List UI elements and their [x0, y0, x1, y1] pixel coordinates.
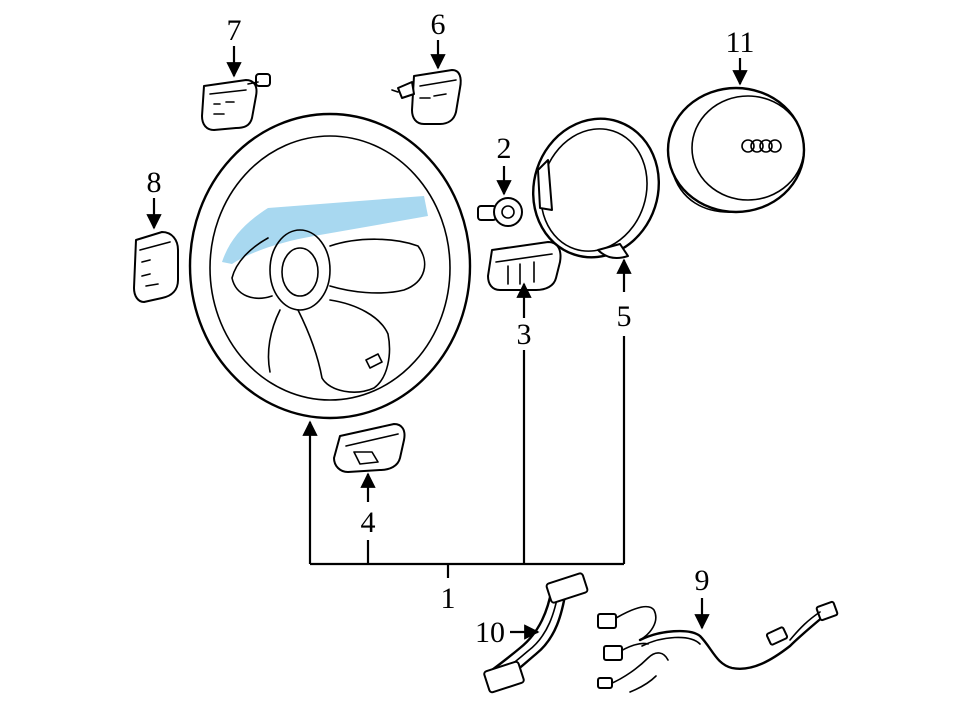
callout-8: 8 — [147, 166, 162, 199]
part-11-airbag — [666, 86, 806, 214]
callout-9: 9 — [695, 564, 710, 597]
rim-highlight — [222, 196, 428, 264]
part-8-bracket — [133, 231, 179, 303]
part-3-switch — [487, 241, 562, 291]
part-7-switch — [201, 73, 271, 131]
part-4-switch — [333, 423, 406, 473]
callout-7: 7 — [227, 14, 242, 47]
part-5-ring — [531, 117, 661, 259]
part-10-ribbon-cable — [483, 572, 589, 694]
leader-lines — [146, 40, 748, 640]
callout-2: 2 — [497, 132, 512, 165]
callout-labels: 1 2 3 4 5 6 7 8 9 10 11 — [147, 8, 755, 649]
part-6-switch — [391, 69, 462, 125]
callout-6: 6 — [431, 8, 446, 41]
part-9-wiring-harness — [597, 600, 839, 693]
steering-wheel — [188, 112, 472, 420]
callout-5: 5 — [617, 300, 632, 333]
callout-3: 3 — [517, 318, 532, 351]
callout-10: 10 — [475, 616, 505, 649]
callout-4: 4 — [361, 506, 376, 539]
callout-1: 1 — [441, 582, 456, 615]
part-2-bolt — [477, 197, 523, 227]
callout-11: 11 — [726, 26, 755, 59]
